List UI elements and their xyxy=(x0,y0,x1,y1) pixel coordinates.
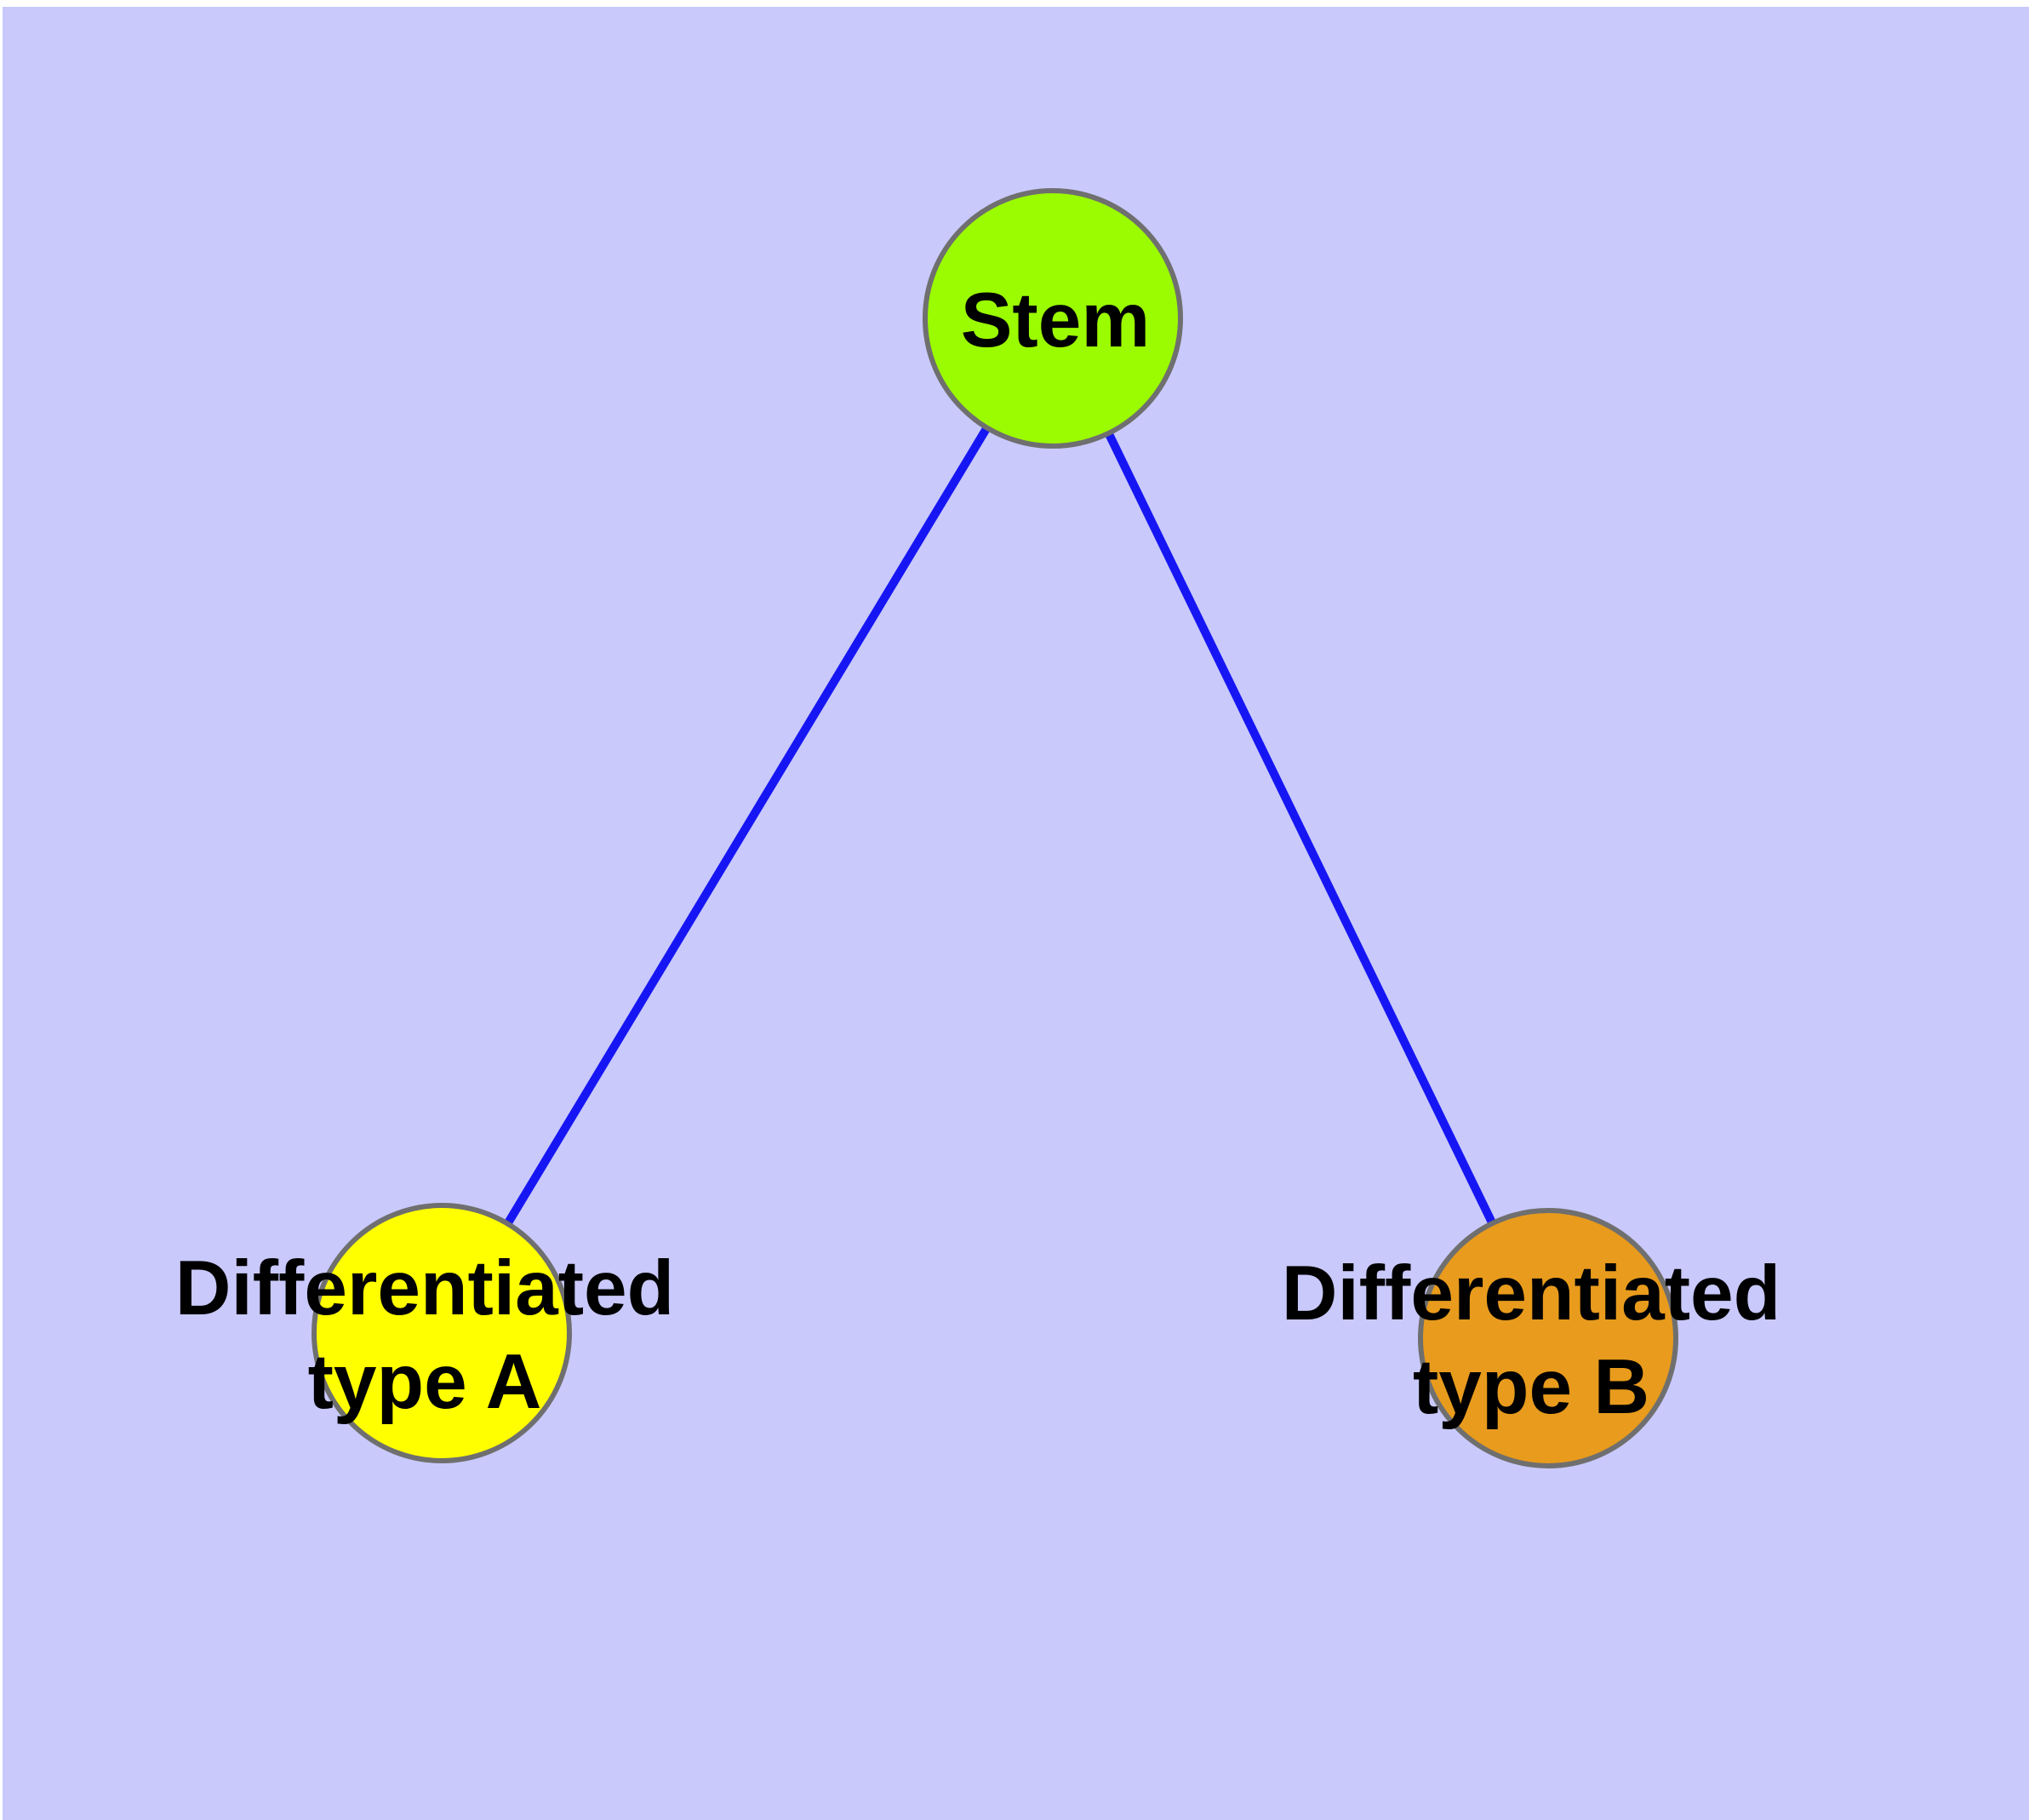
node-label-stem: Stem xyxy=(961,278,1151,363)
edge-layer xyxy=(437,316,1552,1341)
node-layer xyxy=(311,188,1678,1468)
graph-node-typeA xyxy=(311,1203,572,1463)
graph-node-stem xyxy=(923,188,1183,449)
graph-node-typeB xyxy=(1418,1208,1678,1468)
graph-edge-stem-typeA xyxy=(437,316,1057,1336)
graph-edge-stem-typeB xyxy=(1049,316,1552,1341)
